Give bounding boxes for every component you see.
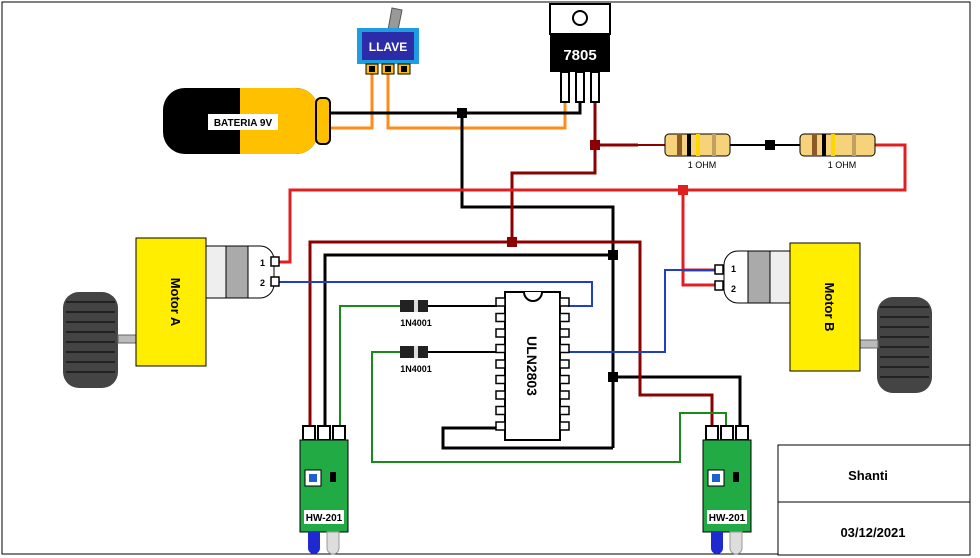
junction — [678, 185, 688, 195]
wire-vbat-motor-a — [277, 143, 907, 264]
ic-label: ULN2803 — [524, 336, 540, 396]
ic-pin-left — [495, 359, 506, 369]
wire-gnd-top — [330, 102, 582, 115]
ir-receiver-icon — [729, 531, 743, 555]
diode-2: 1N4001 — [400, 346, 432, 374]
motor-b-label: Motor B — [822, 282, 837, 331]
ic-pin-left — [495, 390, 506, 400]
regulator-7805: 7805 — [549, 3, 611, 103]
uln2803: ULN2803 — [495, 291, 570, 441]
junction — [590, 140, 600, 150]
wire-5v-down — [510, 145, 597, 242]
battery: BATERIA 9V — [163, 88, 331, 154]
wheel-b — [877, 297, 932, 393]
ic-pin-right — [559, 343, 570, 354]
wire-5v-bus — [308, 240, 714, 428]
ic-pin-left — [495, 405, 506, 416]
junctions — [457, 108, 775, 382]
ic-pin-right — [559, 390, 570, 400]
junction — [608, 372, 618, 382]
drawing-date: 03/12/2021 — [840, 525, 905, 540]
wire-sensor-a-out — [339, 305, 400, 428]
motor-a-label: Motor A — [168, 278, 183, 327]
ic-pin-left — [495, 343, 506, 354]
wire-sensor-b-out — [371, 351, 727, 463]
diode-1-label: 1N4001 — [400, 318, 432, 328]
wire-battery-to-switch — [330, 72, 374, 130]
switch[interactable]: LLAVE — [357, 7, 419, 75]
ir-emitter-icon — [711, 532, 723, 554]
ic-pin-left — [495, 374, 506, 385]
wire-vbat-motor-b — [681, 190, 715, 287]
ic-pin-left — [495, 312, 506, 323]
ic-pin-left — [495, 297, 506, 307]
wire-gnd-ic — [441, 426, 613, 450]
motor-a-pin-2: 2 — [260, 278, 265, 288]
battery-label: BATERIA 9V — [214, 118, 273, 129]
ic-pin-right — [559, 312, 570, 323]
wire-gnd-trunk — [460, 113, 615, 448]
wires — [277, 72, 907, 463]
regulator-label: 7805 — [563, 47, 596, 64]
sensor-b-label: HW-201 — [709, 513, 746, 524]
switch-lever[interactable] — [387, 7, 403, 31]
wire-switch-to-regulator — [386, 72, 567, 130]
ic-pin-right — [559, 328, 570, 338]
motor-a-pin-1: 1 — [260, 258, 265, 268]
sensor-a: HW-201 — [299, 425, 349, 555]
ic-pin-right — [559, 374, 570, 385]
title-block: Shanti 03/12/2021 — [777, 444, 971, 556]
wire-signal-motor-a — [277, 281, 593, 307]
resistor-1: 1 OHM — [664, 133, 731, 170]
motor-b-pin-1: 1 — [731, 264, 736, 274]
motor-b: Motor B 1 2 — [714, 242, 932, 393]
junction — [608, 250, 618, 260]
battery-terminal — [315, 97, 331, 145]
wheel-a — [63, 292, 118, 388]
switch-label: LLAVE — [369, 40, 407, 54]
sensor-b: HW-201 — [702, 425, 752, 555]
resistor-1-label: 1 OHM — [688, 160, 717, 170]
junction — [507, 237, 517, 247]
diode-1: 1N4001 — [400, 300, 432, 328]
junction — [765, 140, 775, 150]
ir-emitter-icon — [308, 532, 320, 554]
ic-pin-right — [559, 421, 570, 431]
author-name: Shanti — [848, 468, 888, 483]
resistor-2: 1 OHM — [799, 133, 876, 170]
ic-pin-right — [559, 297, 570, 307]
ir-receiver-icon — [326, 531, 340, 555]
wire-gnd-sensor-b — [613, 375, 742, 428]
wire-signal-motor-b — [568, 269, 715, 353]
sensor-a-label: HW-201 — [306, 513, 343, 524]
wire-gnd-sensor-a — [323, 253, 613, 428]
motor-b-pin-2: 2 — [731, 284, 736, 294]
resistor-2-label: 1 OHM — [828, 160, 857, 170]
ic-pin-left — [495, 328, 506, 338]
ic-pin-right — [559, 359, 570, 369]
motor-a: Motor A 1 2 — [63, 237, 280, 388]
diode-2-label: 1N4001 — [400, 364, 432, 374]
wire-5v-out — [593, 102, 638, 147]
ic-pin-right — [559, 405, 570, 416]
junction — [457, 108, 467, 118]
ic-pin-left — [495, 421, 506, 431]
